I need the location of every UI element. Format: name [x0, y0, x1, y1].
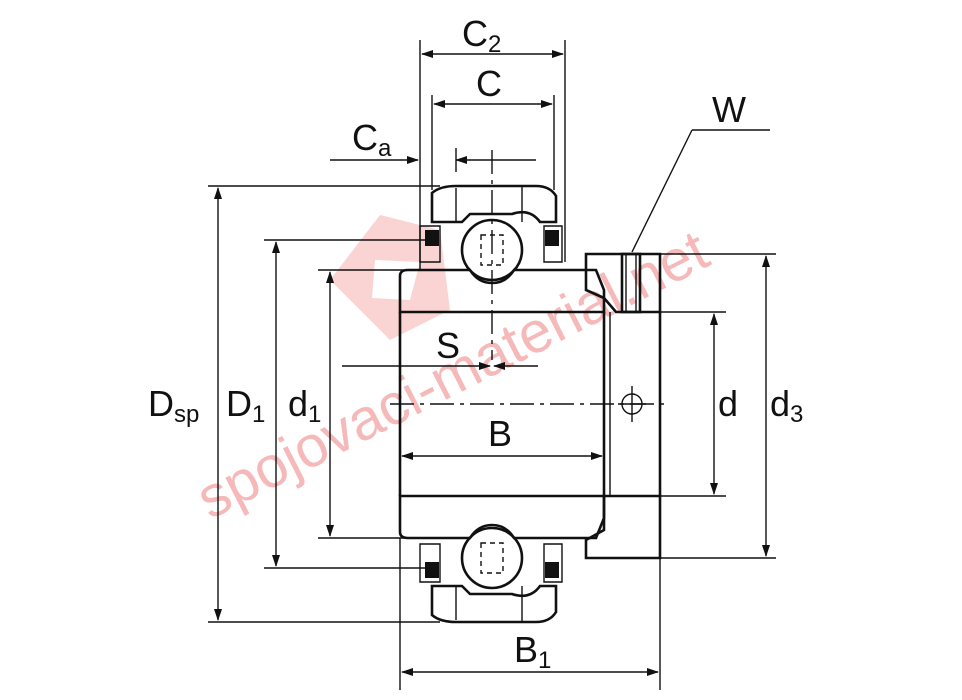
label-b1: B1	[514, 629, 551, 674]
label-d1-outer: D1	[226, 383, 265, 428]
label-c2: C2	[462, 13, 501, 58]
label-d3: d3	[770, 383, 803, 428]
label-c: C	[476, 63, 502, 104]
seal-bottom	[419, 543, 563, 583]
locking-collar-bottom	[584, 494, 662, 560]
dimension-lines	[214, 50, 770, 676]
outer-ring-bottom	[430, 584, 558, 624]
ball-bottom	[460, 526, 524, 590]
extension-lines	[208, 40, 776, 690]
label-dsp: Dsp	[148, 383, 199, 428]
label-d1-inner: d1	[288, 383, 321, 428]
label-s: S	[436, 325, 460, 366]
label-ca: Ca	[352, 117, 392, 162]
inner-ring-bottom	[398, 494, 606, 540]
outer-ring-top	[430, 184, 558, 224]
set-screw	[620, 252, 642, 314]
label-d: d	[718, 383, 738, 424]
label-w: W	[712, 89, 746, 130]
inner-ring-top	[398, 268, 606, 314]
label-b: B	[488, 413, 512, 454]
